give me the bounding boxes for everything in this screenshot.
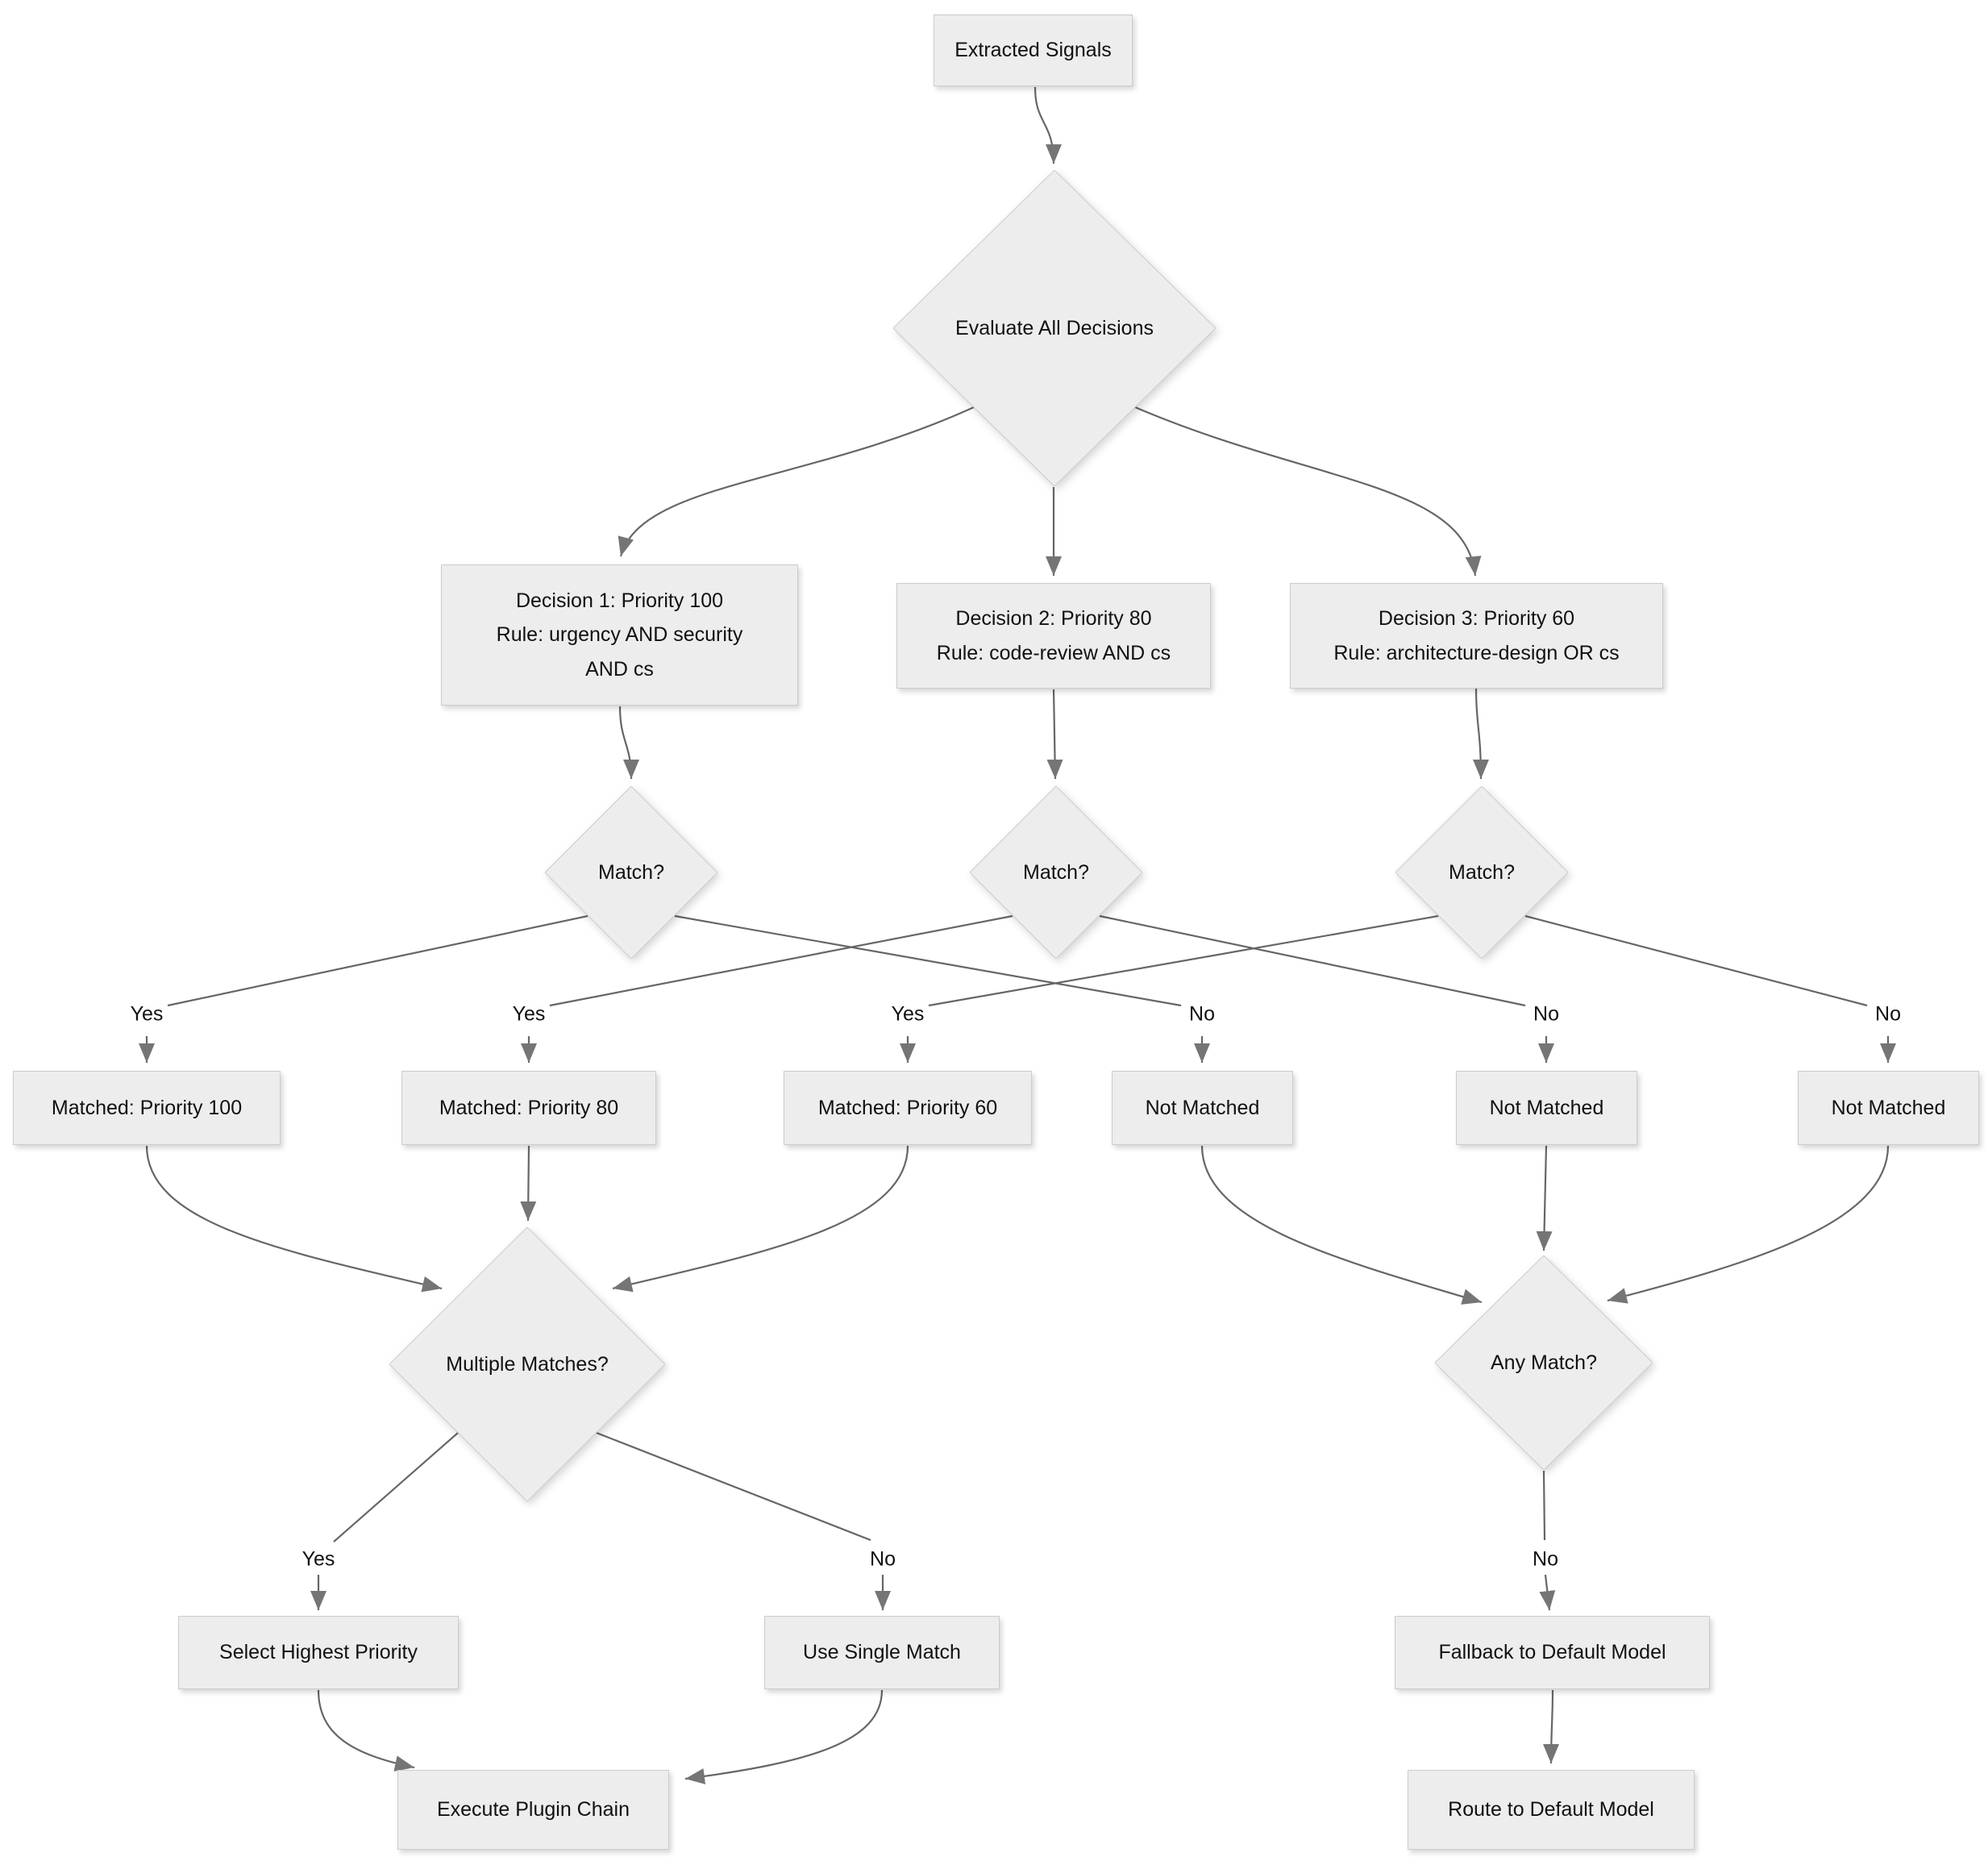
node-not-matched-1: Not Matched — [1112, 1071, 1293, 1145]
diamond-shape — [970, 786, 1142, 959]
node-select-highest-priority-label: Select Highest Priority — [219, 1641, 418, 1664]
node-extracted-signals: Extracted Signals — [934, 15, 1133, 86]
edge-anymatch-no-arrow — [1539, 1574, 1556, 1611]
node-not-matched-2-label: Not Matched — [1489, 1096, 1604, 1119]
edge-matched80-to-multiple — [520, 1145, 537, 1222]
diamond-shape — [389, 1227, 665, 1501]
node-route-to-default-model: Route to Default Model — [1408, 1770, 1695, 1850]
node-fallback-to-default-model-label: Fallback to Default Model — [1438, 1641, 1666, 1664]
diamond-shape — [1435, 1255, 1653, 1470]
node-decision1: Decision 1: Priority 100 Rule: urgency A… — [441, 564, 798, 706]
node-decision3: Decision 3: Priority 60 Rule: architectu… — [1290, 583, 1663, 689]
node-select-highest-priority: Select Highest Priority — [178, 1616, 459, 1689]
node-matched-priority-60: Matched: Priority 60 — [784, 1071, 1032, 1145]
edge-label-match2-no: No — [1530, 1002, 1562, 1026]
edge-label-multiple-no: No — [867, 1547, 899, 1572]
edge-evaluate-to-decision1 — [618, 406, 975, 557]
node-use-single-match: Use Single Match — [764, 1616, 1000, 1689]
edge-notmatched2-to-anymatch — [1536, 1145, 1553, 1251]
edge-multiple-yes — [333, 1432, 459, 1543]
edge-notmatched1-to-anymatch — [1200, 1145, 1483, 1305]
node-evaluate-all-decisions: Evaluate All Decisions — [893, 170, 1216, 486]
edge-label-match3-no: No — [1872, 1002, 1904, 1026]
diamond-shape — [1395, 786, 1568, 959]
edge-decision2-to-match2 — [1046, 689, 1063, 780]
edge-select-to-execute — [317, 1689, 415, 1772]
edge-decision3-to-match3 — [1472, 688, 1489, 780]
node-match3-label: Match? — [1449, 860, 1515, 884]
edge-multiple-no — [596, 1431, 871, 1542]
edge-evaluate-to-decision3 — [1134, 406, 1482, 577]
edge-match2-no — [1099, 914, 1526, 1007]
edge-notmatched3-to-anymatch — [1607, 1145, 1890, 1304]
edge-match2-yes — [549, 914, 1013, 1007]
edge-matched100-to-multiple — [145, 1145, 443, 1293]
node-match1: Match? — [545, 786, 717, 959]
node-matched-priority-100-label: Matched: Priority 100 — [51, 1096, 243, 1119]
node-any-match-label: Any Match? — [1490, 1351, 1597, 1374]
diamond-shape — [545, 786, 717, 959]
node-execute-plugin-chain: Execute Plugin Chain — [397, 1770, 669, 1850]
edge-label-match1-no: No — [1186, 1002, 1218, 1026]
node-decision2-label: Decision 2: Priority 80 Rule: code-revie… — [936, 607, 1171, 664]
edge-match3-yes — [928, 914, 1439, 1007]
edge-decision1-to-match1 — [618, 706, 639, 780]
node-match2-label: Match? — [1023, 860, 1089, 884]
node-matched-priority-60-label: Matched: Priority 60 — [817, 1096, 998, 1119]
edge-label-match1-yes: Yes — [127, 1002, 167, 1026]
node-matched-priority-100: Matched: Priority 100 — [13, 1071, 281, 1145]
node-decision2: Decision 2: Priority 80 Rule: code-revie… — [896, 583, 1211, 689]
edge-extracted-to-evaluate — [1034, 86, 1062, 164]
node-decision3-label: Decision 3: Priority 60 Rule: architectu… — [1333, 607, 1620, 664]
node-match1-label: Match? — [598, 860, 664, 884]
edge-label-anymatch-no: No — [1529, 1547, 1562, 1572]
node-matched-priority-80: Matched: Priority 80 — [401, 1071, 656, 1145]
node-matched-priority-80-label: Matched: Priority 80 — [439, 1096, 619, 1119]
node-not-matched-1-label: Not Matched — [1145, 1096, 1260, 1119]
edge-match3-no — [1524, 914, 1868, 1007]
node-not-matched-3: Not Matched — [1798, 1071, 1979, 1145]
node-match2: Match? — [970, 786, 1142, 959]
node-execute-plugin-chain-label: Execute Plugin Chain — [436, 1798, 630, 1822]
node-not-matched-2: Not Matched — [1456, 1071, 1637, 1145]
node-use-single-match-label: Use Single Match — [803, 1641, 961, 1664]
node-match3: Match? — [1395, 786, 1568, 959]
node-evaluate-all-decisions-label: Evaluate All Decisions — [955, 316, 1154, 339]
edge-fallback-to-route — [1543, 1689, 1560, 1764]
node-route-to-default-model-label: Route to Default Model — [1448, 1798, 1654, 1822]
edge-label-match3-yes: Yes — [888, 1002, 928, 1026]
node-decision1-label: Decision 1: Priority 100 Rule: urgency A… — [496, 589, 743, 681]
node-extracted-signals-label: Extracted Signals — [954, 39, 1112, 62]
edge-use-to-execute — [684, 1689, 884, 1784]
edge-label-multiple-yes: Yes — [298, 1547, 339, 1572]
edge-matched60-to-multiple — [612, 1145, 909, 1293]
edge-anymatch-no — [1542, 1470, 1546, 1541]
node-multiple-matches-label: Multiple Matches? — [446, 1352, 609, 1376]
edge-match1-no — [674, 914, 1182, 1007]
edge-match1-yes — [167, 914, 588, 1007]
edge-label-match2-yes: Yes — [509, 1002, 549, 1026]
node-fallback-to-default-model: Fallback to Default Model — [1395, 1616, 1710, 1689]
node-multiple-matches: Multiple Matches? — [389, 1227, 665, 1501]
node-any-match: Any Match? — [1435, 1255, 1653, 1470]
diamond-shape — [893, 170, 1216, 486]
node-not-matched-3-label: Not Matched — [1831, 1096, 1946, 1119]
